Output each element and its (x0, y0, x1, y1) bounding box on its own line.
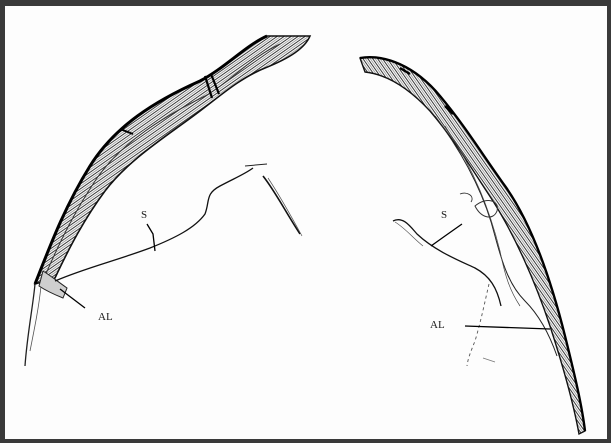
right-wall (360, 57, 585, 434)
label-right-layer: AL (430, 320, 445, 331)
histology-drawing (5, 6, 611, 443)
label-right-septum: S (441, 210, 447, 221)
left-wall (25, 36, 310, 366)
right-septum (393, 220, 501, 366)
leader-lines (60, 224, 550, 329)
label-left-layer: AL (98, 312, 113, 323)
label-left-septum: S (141, 210, 147, 221)
